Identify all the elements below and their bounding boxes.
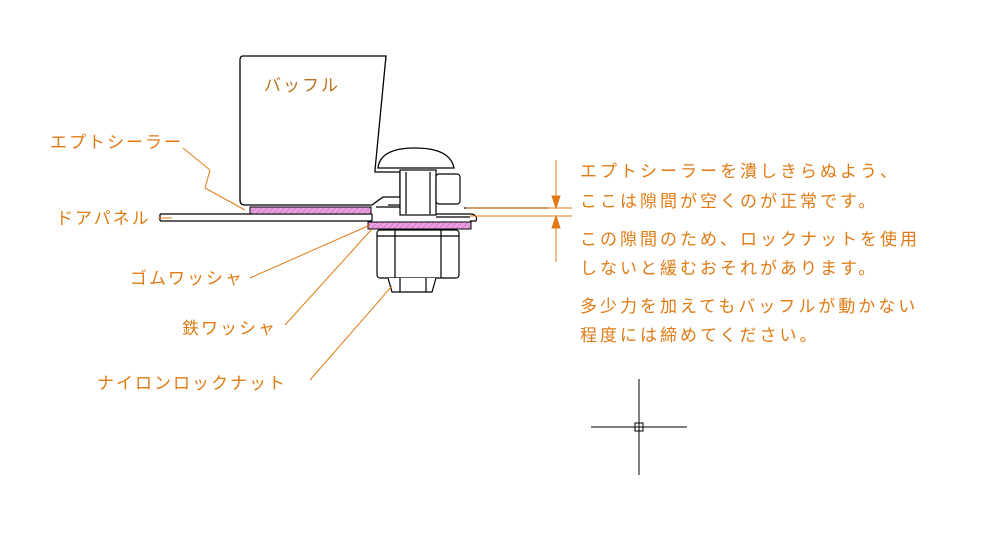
iron-washer-strip	[367, 221, 472, 230]
label-nylon-locknut: ナイロンロックナット	[97, 374, 287, 394]
label-door-panel: ドアパネル	[56, 209, 151, 229]
crosshair-icon	[591, 379, 687, 475]
label-rubber-washer: ゴムワッシャ	[130, 269, 244, 289]
baffle-flange	[436, 207, 548, 222]
bolt-head	[377, 147, 455, 169]
note-line-4: しないと緩むおそれがあります。	[580, 259, 879, 279]
door-panel	[159, 213, 373, 222]
note-line-3: この隙間のため、ロックナットを使用	[580, 230, 920, 250]
note-line-5: 多少力を加えてもバッフルが動かない	[580, 297, 919, 317]
note-line-1: エプトシーラーを潰しきらぬよう、	[580, 162, 900, 182]
label-iron-washer: 鉄ワッシャ	[182, 319, 277, 339]
bolt-body	[376, 169, 461, 216]
note-line-6: 程度には締めてください。	[580, 326, 820, 346]
label-baffle: バッフル	[264, 76, 340, 96]
leader-lines	[158, 147, 393, 381]
ept-sealer-strip	[249, 206, 372, 215]
gap-dimension	[466, 160, 572, 262]
note-line-2: ここは隙間が空くのが正常です。	[580, 192, 879, 212]
label-ept-sealer: エプトシーラー	[50, 133, 183, 153]
nylon-locknut-shape	[376, 229, 460, 293]
